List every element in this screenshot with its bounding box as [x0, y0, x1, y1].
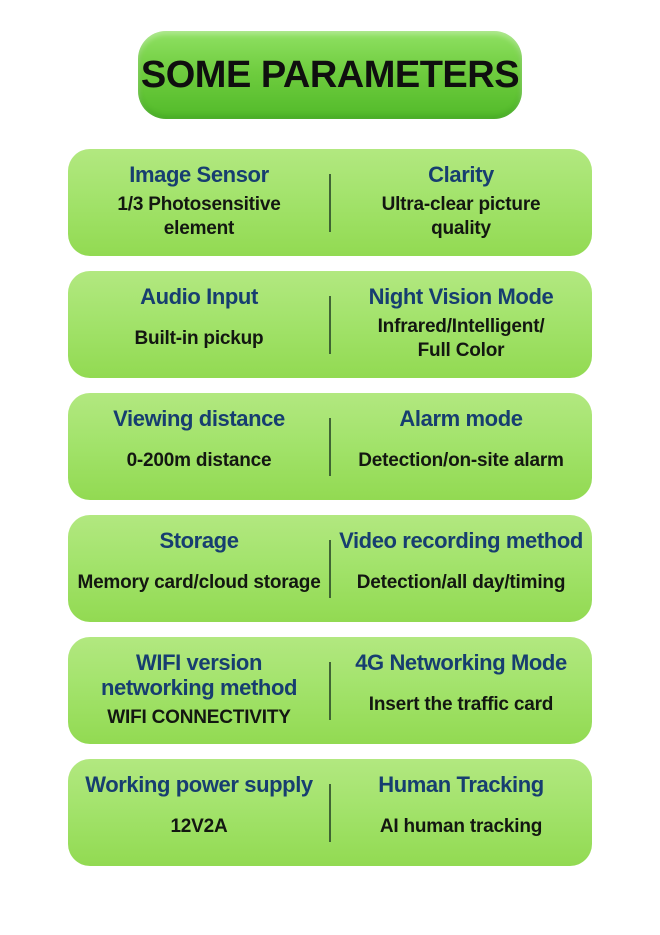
param-title: Storage — [159, 528, 239, 553]
parameter-card-distance-alarm: Viewing distance 0-200m distance Alarm m… — [68, 393, 592, 500]
param-column-left: Storage Memory card/cloud storage — [68, 515, 330, 622]
column-divider — [329, 661, 331, 720]
param-title: Alarm mode — [399, 406, 523, 431]
param-title: Viewing distance — [113, 406, 285, 431]
param-column-left: Working power supply 12V2A — [68, 759, 330, 866]
param-column-right: Human Tracking AI human tracking — [330, 759, 592, 866]
param-value: Infrared/Intelligent/ Full Color — [377, 316, 545, 361]
param-title: Human Tracking — [378, 772, 544, 797]
page-title-banner: SOME PARAMETERS — [138, 31, 522, 119]
param-column-right: Clarity Ultra-clear picture quality — [330, 149, 592, 256]
param-value: AI human tracking — [379, 816, 543, 838]
param-value: Memory card/cloud storage — [77, 572, 321, 594]
parameter-card-storage-recording: Storage Memory card/cloud storage Video … — [68, 515, 592, 622]
parameter-card-image-sensor-clarity: Image Sensor 1/3 Photosensitive element … — [68, 149, 592, 256]
param-column-left: Image Sensor 1/3 Photosensitive element — [68, 149, 330, 256]
parameter-card-audio-nightvision: Audio Input Built-in pickup Night Vision… — [68, 271, 592, 378]
column-divider — [329, 783, 331, 842]
parameter-card-list: Image Sensor 1/3 Photosensitive element … — [68, 149, 592, 866]
param-title: Night Vision Mode — [368, 284, 554, 309]
param-title: Video recording method — [339, 528, 583, 553]
parameter-card-wifi-4g: WIFI version networking method WIFI CONN… — [68, 637, 592, 744]
param-title: 4G Networking Mode — [355, 650, 567, 675]
param-value: 0-200m distance — [126, 450, 272, 472]
param-column-right: Alarm mode Detection/on-site alarm — [330, 393, 592, 500]
param-value: Detection/on-site alarm — [358, 450, 564, 472]
param-value: 12V2A — [170, 816, 228, 838]
param-column-left: Audio Input Built-in pickup — [68, 271, 330, 378]
param-title: Clarity — [428, 162, 494, 187]
param-title: WIFI version networking method — [100, 650, 298, 701]
param-value: WIFI CONNECTIVITY — [107, 706, 291, 728]
param-title: Audio Input — [140, 284, 258, 309]
param-column-right: 4G Networking Mode Insert the traffic ca… — [330, 637, 592, 744]
param-value: Insert the traffic card — [368, 694, 554, 716]
param-title: Working power supply — [85, 772, 313, 797]
param-column-left: WIFI version networking method WIFI CONN… — [68, 637, 330, 744]
column-divider — [329, 173, 331, 232]
param-value: Detection/all day/timing — [356, 572, 566, 594]
param-value: 1/3 Photosensitive element — [117, 194, 281, 239]
param-column-right: Video recording method Detection/all day… — [330, 515, 592, 622]
param-title: Image Sensor — [129, 162, 269, 187]
parameter-card-power-tracking: Working power supply 12V2A Human Trackin… — [68, 759, 592, 866]
page-title: SOME PARAMETERS — [140, 53, 520, 96]
param-column-left: Viewing distance 0-200m distance — [68, 393, 330, 500]
param-value: Built-in pickup — [134, 328, 264, 350]
column-divider — [329, 417, 331, 476]
param-value: Ultra-clear picture quality — [381, 194, 541, 239]
column-divider — [329, 295, 331, 354]
column-divider — [329, 539, 331, 598]
param-column-right: Night Vision Mode Infrared/Intelligent/ … — [330, 271, 592, 378]
